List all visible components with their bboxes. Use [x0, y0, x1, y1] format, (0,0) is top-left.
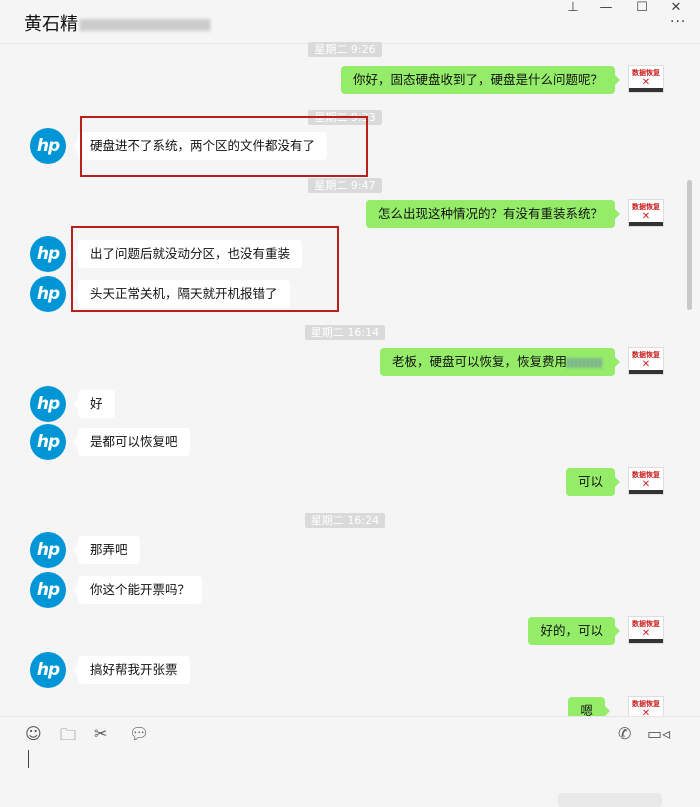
chat-bubble-icon[interactable]: 💬︎ [129, 724, 150, 743]
message-outgoing[interactable]: 嗯 [568, 697, 610, 716]
hp-avatar[interactable]: hp [30, 652, 66, 688]
phone-icon[interactable]: ✆ [618, 724, 632, 743]
hp-avatar[interactable]: hp [30, 386, 66, 422]
clipped-area: 嗯 数据恢复✕ [0, 690, 690, 716]
message-incoming[interactable]: 好 [73, 390, 115, 418]
self-avatar[interactable]: 数据恢复✕ [628, 467, 664, 495]
redacted-text [80, 19, 210, 31]
divider [0, 716, 700, 717]
folder-icon[interactable]: 🗀 [60, 725, 77, 744]
hp-avatar[interactable]: hp [30, 236, 66, 272]
message-outgoing[interactable]: 你好，固态硬盘收到了，硬盘是什么问题呢？ [340, 66, 621, 94]
timestamp: 星期二 9:26 [0, 41, 690, 57]
maximize-icon[interactable]: ☐ [636, 0, 648, 15]
highlight-box [71, 226, 339, 312]
message-incoming[interactable]: 出了问题后就没动分区，也没有重装 [72, 240, 303, 268]
message-incoming[interactable]: 你这个能开票吗？ [72, 576, 203, 604]
hp-avatar[interactable]: hp [30, 424, 66, 460]
message-outgoing[interactable]: 怎么出现这种情况的？有没有重装系统？ [365, 200, 621, 228]
scissors-icon[interactable]: ✂ [94, 724, 108, 743]
message-incoming[interactable]: 是都可以恢复吧 [73, 428, 190, 456]
message-incoming[interactable]: 头天正常关机，隔天就开机报错了 [73, 280, 290, 308]
self-avatar[interactable]: 数据恢复✕ [628, 347, 664, 375]
chat-title: 黄石精 [24, 10, 210, 36]
timestamp: 星期二 9:47 [0, 177, 690, 193]
message-incoming[interactable]: 硬盘进不了系统，两个区的文件都没有了 [72, 132, 328, 160]
message-outgoing[interactable]: 老板，硬盘可以恢复，恢复费用 [379, 348, 621, 376]
emoji-icon[interactable]: ☺ [25, 724, 42, 743]
message-incoming[interactable]: 那弄吧 [73, 536, 140, 564]
self-avatar[interactable]: 数据恢复✕ [628, 65, 664, 93]
pin-icon[interactable]: ⊥ [567, 0, 579, 15]
self-avatar[interactable]: 数据恢复✕ [628, 199, 664, 227]
hp-avatar[interactable]: hp [30, 532, 66, 568]
timestamp: 星期二 16:24 [0, 512, 690, 528]
message-incoming[interactable]: 搞好帮我开张票 [73, 656, 190, 684]
hp-avatar[interactable]: hp [30, 276, 66, 312]
highlight-box [80, 116, 368, 177]
text-input-cursor[interactable] [28, 750, 29, 768]
more-icon[interactable]: ··· [670, 14, 687, 30]
send-button[interactable] [558, 793, 662, 807]
hp-avatar[interactable]: hp [30, 128, 66, 164]
minimize-icon[interactable]: — [599, 0, 613, 15]
redacted-text [567, 357, 603, 368]
self-avatar[interactable]: 数据恢复✕ [628, 696, 664, 716]
contact-name: 黄石精 [24, 14, 78, 35]
close-icon[interactable]: ✕ [670, 0, 682, 15]
video-icon[interactable]: ▭◃ [647, 724, 671, 743]
message-outgoing[interactable]: 可以 [565, 468, 621, 496]
self-avatar[interactable]: 数据恢复✕ [628, 616, 664, 644]
timestamp: 星期二 16:14 [0, 324, 690, 340]
scrollbar[interactable] [687, 180, 692, 310]
hp-avatar[interactable]: hp [30, 572, 66, 608]
message-text: 老板，硬盘可以恢复，恢复费用 [391, 354, 567, 369]
message-outgoing[interactable]: 好的，可以 [528, 617, 620, 645]
